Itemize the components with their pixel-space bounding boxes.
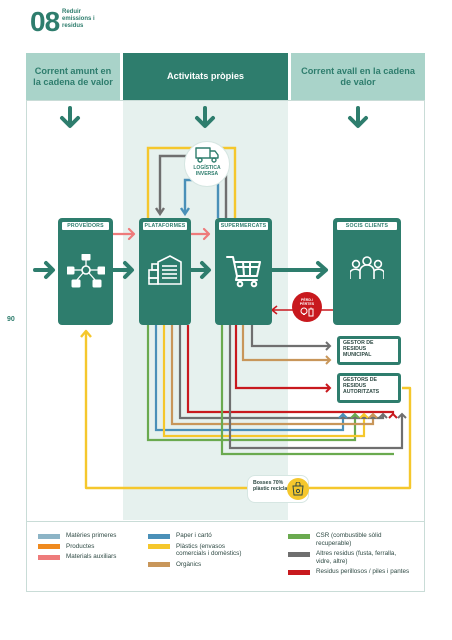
- legend-item: Orgànics: [148, 561, 273, 569]
- frame-right-line: [424, 100, 425, 592]
- downstream-header: Corrent avall en la cadena de valor: [291, 53, 425, 100]
- plastic-recycling-loop: [80, 329, 412, 490]
- frame-left-line: [26, 100, 27, 592]
- legend-label: Matèries primeres: [66, 532, 117, 539]
- members-label: SOCIS CLIENTS: [337, 222, 397, 230]
- legend-column-2: Paper i cartó Plàstics (envasos comercia…: [148, 532, 273, 568]
- legend-label: Altres residus (fusta, ferralla, vidre, …: [316, 550, 397, 565]
- down-arrow-downstream: [348, 106, 368, 128]
- legend-label: Productes: [66, 542, 95, 550]
- legend-label: Materials auxiliars: [66, 553, 117, 561]
- shopping-cart-icon: [226, 256, 261, 288]
- recycled-bag-text: Bosses 70% plàstic reciclat: [253, 480, 290, 493]
- legend-swatch: [38, 544, 60, 550]
- legend-swatch: [38, 554, 60, 560]
- chapter-number: 08: [30, 6, 60, 37]
- legend-label: Residus perillosos / piles i pantes: [316, 568, 410, 576]
- legend-label: Paper i cartó: [176, 532, 212, 539]
- legend-column-1: Matèries primeres Productes Materials au…: [38, 532, 148, 561]
- authorized-waste-manager-label: GESTORS DE RESIDUS AUTORITZATS: [340, 376, 398, 400]
- own-activities-header: Activitats pròpies: [123, 53, 288, 100]
- frame-footer-line: [26, 591, 425, 592]
- legend-item: Plàstics (envasos comercials i domèstics…: [148, 543, 273, 558]
- down-arrow-own: [195, 106, 215, 128]
- supermarkets-label: SUPERMERCATS: [219, 222, 268, 230]
- warehouse-icon: [148, 255, 182, 285]
- legend-swatch: [148, 544, 170, 550]
- legend-item: CSR (combustible sòlid recuperable): [288, 532, 418, 547]
- legend-item: Matèries primeres: [38, 532, 148, 540]
- manager-arrowheads: [325, 341, 407, 419]
- municipal-waste-manager-label: GESTOR DE RESIDUS MUNICIPAL: [340, 339, 398, 362]
- legend-label: CSR (combustible sòlid recuperable): [316, 532, 382, 547]
- main-flow-arrows: [33, 261, 328, 279]
- frame-top-line: [26, 100, 425, 101]
- authorized-waste-manager-box: GESTORS DE RESIDUS AUTORITZATS: [337, 373, 401, 403]
- supermarkets-box: SUPERMERCATS: [215, 218, 272, 325]
- upstream-header: Corrent amunt en la cadena de valor: [26, 53, 120, 100]
- bulb-battery-icon: [300, 307, 314, 317]
- bag-badge: [287, 478, 309, 500]
- legend-item: Paper i cartó: [148, 532, 273, 540]
- legend-label: Orgànics: [176, 560, 202, 568]
- reverse-logistics-bubble: LOGÍSTICA INVERSA: [184, 141, 230, 187]
- down-arrow-upstream: [60, 106, 80, 128]
- legend-swatch: [288, 551, 310, 557]
- legend-column-3: CSR (combustible sòlid recuperable) Altr…: [288, 532, 418, 576]
- bag-icon: [292, 482, 304, 496]
- members-box: SOCIS CLIENTS: [333, 218, 401, 325]
- legend-swatch: [38, 533, 60, 539]
- suppliers-network-icon: [67, 254, 105, 288]
- people-icon: [350, 256, 384, 279]
- legend-swatch: [148, 533, 170, 539]
- losses-bubble: PÈRD./ PÈRTES: [292, 292, 322, 322]
- legend-item: Productes: [38, 543, 148, 551]
- page-number: 90: [7, 316, 15, 323]
- suppliers-label: PROVEÏDORS: [62, 222, 109, 230]
- aux-arrows: [110, 227, 211, 241]
- platforms-label: PLATAFORMES: [143, 222, 187, 230]
- legend-label: Plàstics (envasos comercials i domèstics…: [176, 542, 242, 558]
- legend-swatch: [288, 533, 310, 539]
- frame-bottom-line: [26, 521, 425, 522]
- legend-swatch: [148, 562, 170, 568]
- reverse-logistics-label: LOGÍSTICA INVERSA: [193, 165, 221, 177]
- suppliers-box: PROVEÏDORS: [58, 218, 113, 325]
- municipal-waste-manager-box: GESTOR DE RESIDUS MUNICIPAL: [337, 336, 401, 365]
- legend-item: Altres residus (fusta, ferralla, vidre, …: [288, 550, 418, 565]
- legend-item: Materials auxiliars: [38, 553, 148, 561]
- platforms-box: PLATAFORMES: [139, 218, 191, 325]
- losses-label: PÈRD./ PÈRTES: [299, 298, 315, 307]
- legend-item: Residus perillosos / piles i pantes: [288, 568, 418, 576]
- legend-swatch: [288, 569, 310, 575]
- chapter-title: Reduir emissions i residus: [62, 9, 95, 29]
- truck-icon: [195, 147, 219, 163]
